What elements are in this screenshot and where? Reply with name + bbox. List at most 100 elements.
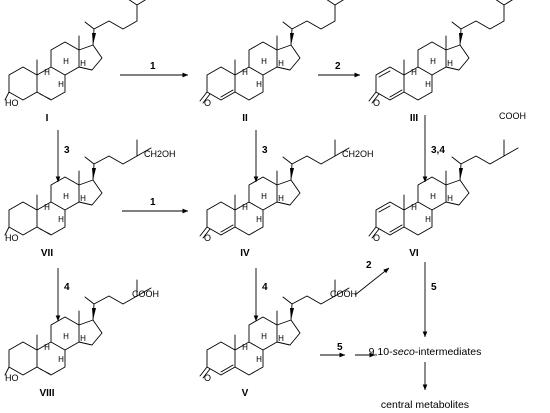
stereo-wedge (92, 33, 96, 45)
hydroxyl-label: HO (5, 98, 19, 108)
compound-label-I: I (46, 113, 49, 124)
hydrogen-label: H (80, 59, 86, 68)
hydrogen-label: H (256, 215, 262, 224)
hydrogen-label: H (58, 80, 64, 89)
hydrogen-label: H (242, 68, 248, 77)
stereo-wedge (92, 308, 96, 320)
step-label: 3 (262, 145, 268, 156)
hydrogen-label: H (44, 343, 50, 352)
compound-label-VIII: VIII (39, 388, 54, 399)
hydrogen-label: H (430, 192, 436, 201)
stereo-wedge (290, 308, 294, 320)
hydroxyl-label: HO (5, 233, 19, 243)
hydrogen-label: H (242, 203, 248, 212)
hydrogen-label: H (411, 203, 417, 212)
skeleton-bonds (4, 279, 152, 376)
hydrogen-label: H (63, 192, 69, 201)
hydrogen-label: H (430, 57, 436, 66)
hydrogen-label: H (44, 203, 50, 212)
hydrogen-label: H (261, 57, 267, 66)
step-label: 5 (337, 342, 343, 353)
ketone-oxygen-label: O (373, 98, 380, 108)
hydrogen-label: H (425, 215, 431, 224)
hydrogen-label: H (425, 80, 431, 89)
step-label: 4 (64, 282, 70, 293)
hydrogen-label: H (80, 194, 86, 203)
hydrogen-label: H (261, 332, 267, 341)
stereo-wedge (290, 33, 294, 45)
step-label: 4 (262, 282, 268, 293)
stereo-wedge (92, 168, 96, 180)
hydrogen-label: H (242, 343, 248, 352)
step-label: 1 (150, 61, 156, 72)
step-label: 3,4 (431, 145, 445, 156)
skeleton-bonds (368, 139, 519, 239)
skeleton-bonds (368, 0, 513, 104)
skeleton-bonds (199, 139, 350, 239)
hydrogen-label: H (278, 334, 284, 343)
carboxyl-label: COOH (330, 289, 357, 299)
hydrogen-label: H (411, 68, 417, 77)
ketone-oxygen-label: O (204, 373, 211, 383)
hydroxymethyl-label: CH2OH (342, 149, 374, 159)
compound-label-II: II (242, 113, 248, 124)
hydrogen-label: H (80, 334, 86, 343)
seco-suffix: -intermediates (415, 346, 482, 358)
seco-intermediates-label: 9,10-seco-intermediates (369, 346, 482, 358)
ketone-oxygen-label: O (204, 233, 211, 243)
hydroxymethyl-label: CH2OH (144, 149, 176, 159)
compound-label-IV: IV (240, 248, 250, 259)
reaction-arrows: 1 2 3 3 3,4 1 4 4 2 5 5 (55, 61, 445, 391)
stereo-wedge (459, 168, 463, 180)
compound-label-VII: VII (41, 248, 53, 259)
hydrogen-label: H (58, 215, 64, 224)
stereo-wedge (290, 168, 294, 180)
skeleton-bonds (199, 0, 344, 104)
hydrogen-label: H (58, 355, 64, 364)
step-label: 1 (150, 197, 156, 208)
arrow-V-to-VI (354, 267, 390, 296)
carboxyl-label: COOH (499, 111, 526, 121)
hydrogen-label: H (278, 194, 284, 203)
hydrogen-label: H (63, 332, 69, 341)
skeleton-bonds (4, 0, 146, 101)
compound-label-VI: VI (409, 248, 419, 259)
hydrogen-label: H (63, 57, 69, 66)
step-label: 2 (335, 61, 341, 72)
hydroxyl-label: HO (5, 373, 19, 383)
seco-prefix: 9,10- (369, 346, 393, 358)
hydrogen-label: H (256, 355, 262, 364)
step-label: 2 (366, 260, 372, 271)
compound-label-III: III (410, 113, 419, 124)
seco-italic: seco (393, 346, 415, 358)
stereo-wedge (459, 33, 463, 45)
central-metabolites-label: central metabolites (381, 399, 469, 411)
step-label: 3 (64, 145, 70, 156)
hydrogen-label: H (447, 59, 453, 68)
carboxyl-label: COOH (132, 289, 159, 299)
hydrogen-label: H (447, 194, 453, 203)
hydrogen-label: H (256, 80, 262, 89)
hydrogen-label: H (278, 59, 284, 68)
ketone-oxygen-label: O (373, 233, 380, 243)
hydrogen-label: H (44, 68, 50, 77)
hydrogen-label: H (261, 192, 267, 201)
skeleton-bonds (4, 139, 152, 236)
step-label: 5 (431, 282, 437, 293)
